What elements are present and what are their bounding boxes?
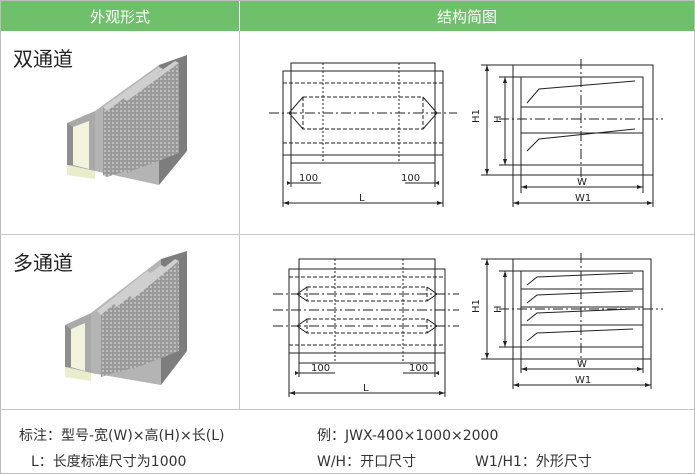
dual-channel-silencer-illustration — [67, 55, 187, 185]
dim-label-W: W — [577, 359, 587, 370]
dim-label-W1: W1 — [575, 193, 591, 204]
multi-channel-silencer-illustration — [65, 251, 187, 385]
note-outer-size: W1/H1：外形尺寸 — [475, 454, 592, 470]
dual-channel-structure-drawing: 100 100 L H1 H W W1 — [269, 59, 663, 207]
dim-label-H1: H1 — [471, 109, 482, 123]
header-appearance: 外观形式 — [1, 1, 240, 31]
multi-channel-structure-drawing: 100 100 L H1 H W W1 — [273, 253, 663, 397]
note-length-standard: L：长度标准尺寸为1000 — [31, 454, 187, 470]
column-divider — [239, 31, 240, 409]
row-label-dual-channel: 双通道 — [13, 47, 73, 71]
header-structure: 结构简图 — [240, 1, 694, 31]
dim-label-W1: W1 — [575, 375, 591, 386]
note-example: 例：JWX-400×1000×2000 — [317, 428, 499, 444]
dim-label-right-100: 100 — [409, 363, 428, 374]
dim-label-right-100: 100 — [401, 173, 420, 184]
note-opening-size: W/H：开口尺寸 — [317, 454, 417, 470]
note-model-format: 标注：型号-宽(W)×高(H)×长(L) — [19, 428, 225, 444]
dim-label-L: L — [359, 193, 365, 204]
row-label-multi-channel: 多通道 — [13, 251, 73, 275]
dim-label-H1: H1 — [471, 299, 482, 313]
dim-label-H: H — [493, 115, 504, 123]
dim-label-W: W — [577, 177, 587, 188]
dim-label-L: L — [363, 383, 369, 394]
dim-label-H: H — [493, 305, 504, 313]
dim-label-left-100: 100 — [311, 363, 330, 374]
row-divider — [1, 234, 694, 235]
notes-divider — [1, 409, 694, 410]
dim-label-left-100: 100 — [299, 173, 318, 184]
